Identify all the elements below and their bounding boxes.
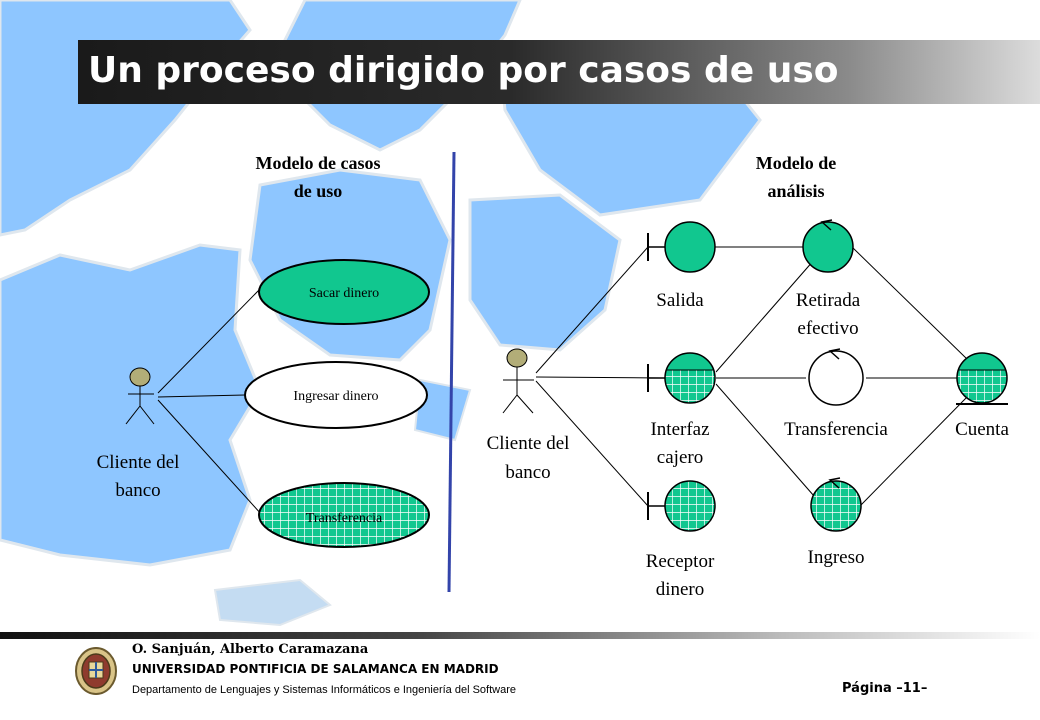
use-case-heading-line2: de uso <box>294 181 343 201</box>
use-case-ingresar-dinero-label: Ingresar dinero <box>293 389 378 404</box>
title-bar <box>78 40 1040 104</box>
analysis-associations <box>535 246 969 507</box>
control-retirada-label-line2: efectivo <box>797 318 858 339</box>
use-case-heading-line1: Modelo de casos <box>256 153 381 173</box>
entity-cuenta-label: Cuenta <box>955 419 1009 440</box>
use-case-sacar-dinero-label: Sacar dinero <box>309 286 379 301</box>
use-case-actor <box>125 367 155 425</box>
footer-author: O. Sanjuán, Alberto Caramazana <box>132 642 369 657</box>
boundary-receptor-label-line1: Receptor <box>646 551 715 572</box>
entity-cuenta[interactable] <box>956 352 1008 405</box>
use-case-ingresar-dinero[interactable] <box>244 361 428 429</box>
control-transferencia[interactable] <box>808 348 864 406</box>
slide-title: Un proceso dirigido por casos de uso <box>88 50 839 91</box>
boundary-salida-label: Salida <box>656 290 704 311</box>
use-case-transferencia[interactable] <box>258 482 430 548</box>
footer-divider <box>0 632 1040 639</box>
analysis-actor-label-line1: Cliente del <box>487 433 570 454</box>
use-case-actor-label-line2: banco <box>115 480 160 501</box>
boundary-receptor-dinero[interactable] <box>647 480 716 532</box>
model-divider <box>447 151 456 593</box>
control-ingreso[interactable] <box>810 477 862 532</box>
control-retirada-label-line1: Retirada <box>796 290 861 311</box>
boundary-receptor-label-line2: dinero <box>656 579 705 600</box>
use-case-actor-label-line1: Cliente del <box>97 452 180 473</box>
control-transferencia-label: Transferencia <box>784 419 888 440</box>
analysis-actor <box>502 348 534 414</box>
footer-university: UNIVERSIDAD PONTIFICIA DE SALAMANCA EN M… <box>132 662 499 676</box>
page-number: Página –11– <box>842 681 928 696</box>
footer-department: Departamento de Lenguajes y Sistemas Inf… <box>132 684 516 696</box>
use-case-transferencia-label: Transferencia <box>306 511 383 526</box>
university-seal-icon <box>75 647 117 695</box>
boundary-interfaz-cajero[interactable] <box>647 352 716 404</box>
boundary-interfaz-label-line2: cajero <box>657 447 703 468</box>
use-case-sacar-dinero[interactable] <box>258 259 430 325</box>
boundary-salida[interactable] <box>647 221 716 273</box>
analysis-heading-line1: Modelo de <box>756 153 837 173</box>
analysis-actor-label-line2: banco <box>505 462 550 483</box>
analysis-heading-line2: análisis <box>767 181 824 201</box>
control-ingreso-label: Ingreso <box>808 547 865 568</box>
control-retirada-efectivo[interactable] <box>802 219 854 273</box>
boundary-interfaz-label-line1: Interfaz <box>650 419 709 440</box>
use-case-associations <box>157 289 263 516</box>
